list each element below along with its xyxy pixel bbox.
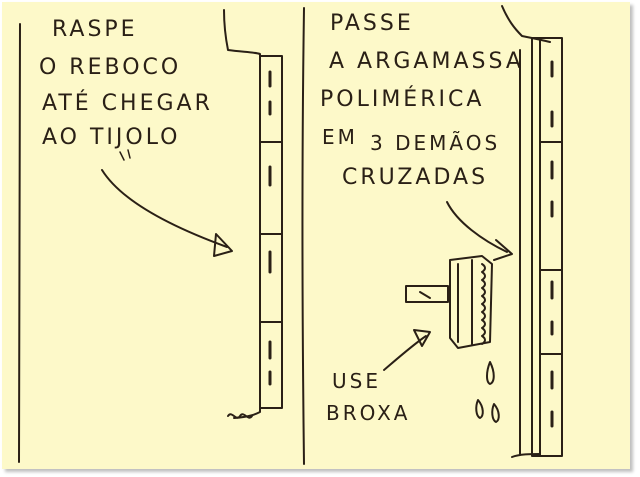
- right-instruction-line-2: A ARGAMASSA: [329, 49, 524, 74]
- right-instruction-line-5: 3 DEMÃOS: [370, 131, 500, 155]
- right-brick-column-outline: [531, 37, 563, 457]
- wall-repair-diagram: RASPE O REBOCO ATÉ CHEGAR AO TIJOLO PASS…: [18, 5, 563, 465]
- brush-handle-mark: [419, 291, 431, 299]
- right-wall-top-edge: [501, 5, 551, 43]
- brush-handle: [405, 285, 449, 303]
- left-instruction-line-3: ATÉ CHEGAR: [42, 90, 213, 116]
- brush-bristles: [481, 263, 486, 345]
- tool-arrow-head: [413, 329, 431, 347]
- right-brick-joints: [539, 141, 563, 355]
- tool-line-2: BROXA: [326, 401, 410, 425]
- left-instruction-line-1: RASPE: [52, 17, 138, 42]
- paint-drop-1: [486, 361, 495, 385]
- left-brick-column-outline: [259, 55, 283, 409]
- left-arrow-head: [213, 233, 233, 257]
- right-arrow-head: [493, 239, 513, 261]
- left-instruction-line-2: O REBOCO: [39, 55, 181, 80]
- brush-block-inner: [457, 259, 473, 345]
- sketch-paper: RASPE O REBOCO ATÉ CHEGAR AO TIJOLO PASS…: [2, 2, 630, 469]
- left-arrow-tick: [119, 149, 131, 161]
- right-brick-column: [531, 37, 563, 457]
- center-divider-line: [301, 7, 305, 465]
- right-instruction-line-1: PASSE: [330, 11, 414, 36]
- brush-icon: [405, 255, 493, 349]
- paint-drop-2: [475, 399, 484, 419]
- left-wall-plaster-outline: [223, 9, 261, 419]
- tool-arrow: [383, 335, 427, 371]
- right-instruction-line-4: EM: [322, 125, 358, 149]
- left-arrow: [101, 169, 228, 248]
- left-wall-squiggle: [227, 413, 253, 419]
- left-brick-joints: [259, 141, 283, 323]
- tool-line-1: USE: [332, 369, 381, 393]
- paint-drop-3: [491, 403, 500, 423]
- left-instruction-line-4: AO TIJOLO: [42, 125, 181, 150]
- left-panel-wall-edge: [18, 23, 21, 463]
- left-brick-column: [259, 55, 283, 409]
- right-instruction-line-6: CRUZADAS: [342, 165, 488, 190]
- right-arrow: [446, 201, 508, 253]
- brush-block: [449, 255, 493, 349]
- right-wall-outer-line: [511, 49, 541, 458]
- right-instruction-line-3: POLIMÉRICA: [320, 86, 484, 112]
